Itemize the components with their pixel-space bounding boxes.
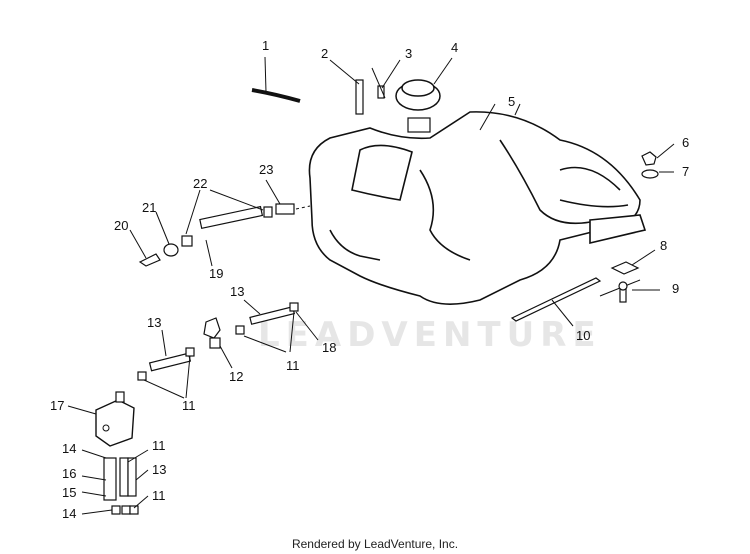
callout-19: 19 (209, 266, 223, 281)
callout-1: 1 (262, 38, 269, 53)
callout-11: 11 (286, 358, 300, 373)
callout-18: 18 (322, 340, 336, 355)
part-17-fuel-valve (67, 391, 149, 515)
callout-13: 13 (230, 284, 244, 299)
part-2-3-vent (329, 59, 401, 115)
callout-labels: 1 2 3 4 5 6 7 8 9 10 11 11 11 11 12 13 1… (50, 38, 689, 521)
callout-13: 13 (147, 315, 161, 330)
part-8-9-hardware (599, 249, 660, 303)
callout-17: 17 (50, 398, 64, 413)
callout-21: 21 (142, 200, 156, 215)
callout-8: 8 (660, 238, 667, 253)
callout-11: 11 (182, 398, 196, 413)
part-1-strap (251, 56, 301, 103)
callout-16: 16 (62, 466, 76, 481)
callout-12: 12 (229, 369, 243, 384)
callout-11: 11 (152, 488, 166, 503)
part-5-fuel-tank (308, 103, 647, 305)
callout-14: 14 (62, 506, 76, 521)
part-6-7-fasteners (641, 143, 675, 179)
callout-2: 2 (321, 46, 328, 61)
callout-15: 15 (62, 485, 76, 500)
callout-4: 4 (451, 40, 458, 55)
footer-credit: Rendered by LeadVenture, Inc. (291, 537, 459, 551)
callout-3: 3 (405, 46, 412, 61)
callout-11: 11 (152, 438, 166, 453)
callout-10: 10 (576, 328, 590, 343)
callout-5: 5 (508, 94, 515, 109)
part-4-fuel-cap (395, 57, 453, 133)
callout-6: 6 (682, 135, 689, 150)
callout-20: 20 (114, 218, 128, 233)
callout-9: 9 (672, 281, 679, 296)
watermark-text: LEADVENTURE (258, 315, 602, 355)
callout-13: 13 (152, 462, 166, 477)
callout-14: 14 (62, 441, 76, 456)
part-10-pad (510, 277, 602, 327)
callout-7: 7 (682, 164, 689, 179)
part-19-23-fuel-line (129, 179, 311, 267)
callout-23: 23 (259, 162, 273, 177)
callout-22: 22 (193, 176, 207, 191)
part-11-18-lower-line (137, 299, 319, 399)
